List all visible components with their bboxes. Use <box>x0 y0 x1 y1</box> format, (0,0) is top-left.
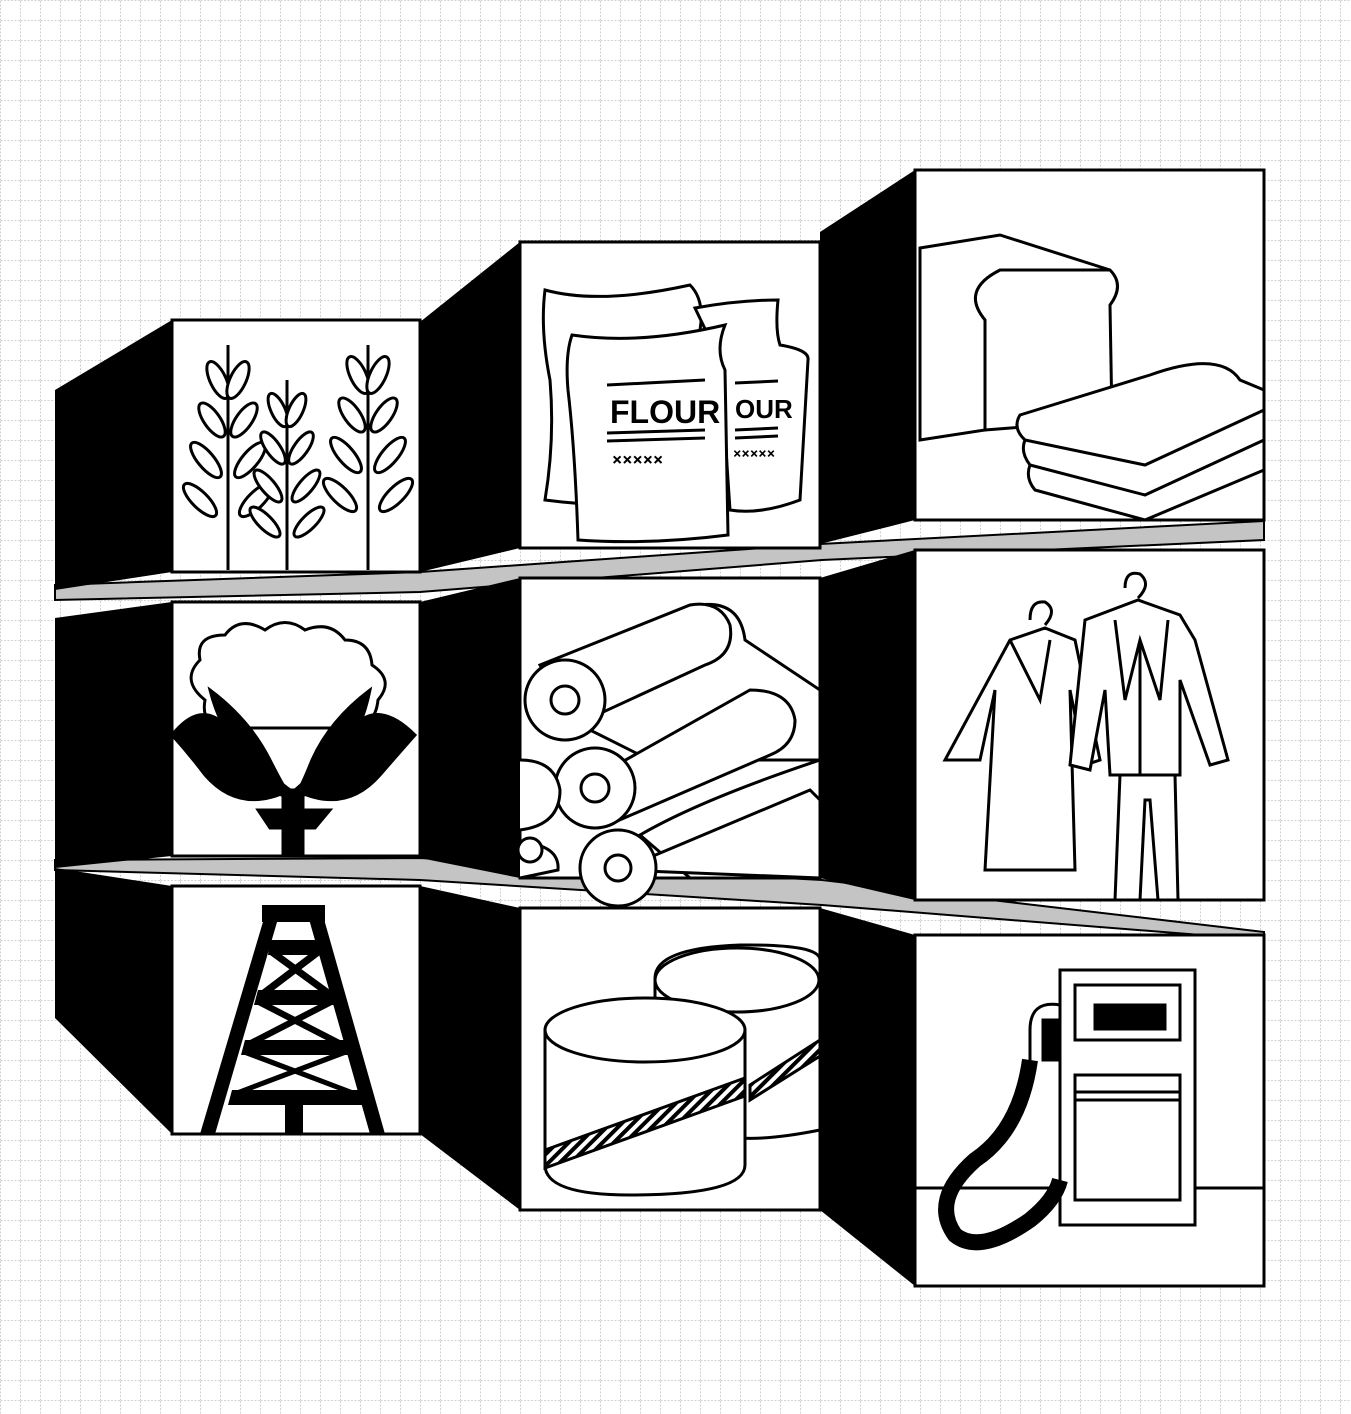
flour-label-back: OUR <box>735 394 793 424</box>
flour-marks-back: ××××× <box>733 446 775 462</box>
flour-marks: ××××× <box>612 450 663 470</box>
flour-label: FLOUR <box>610 394 720 430</box>
